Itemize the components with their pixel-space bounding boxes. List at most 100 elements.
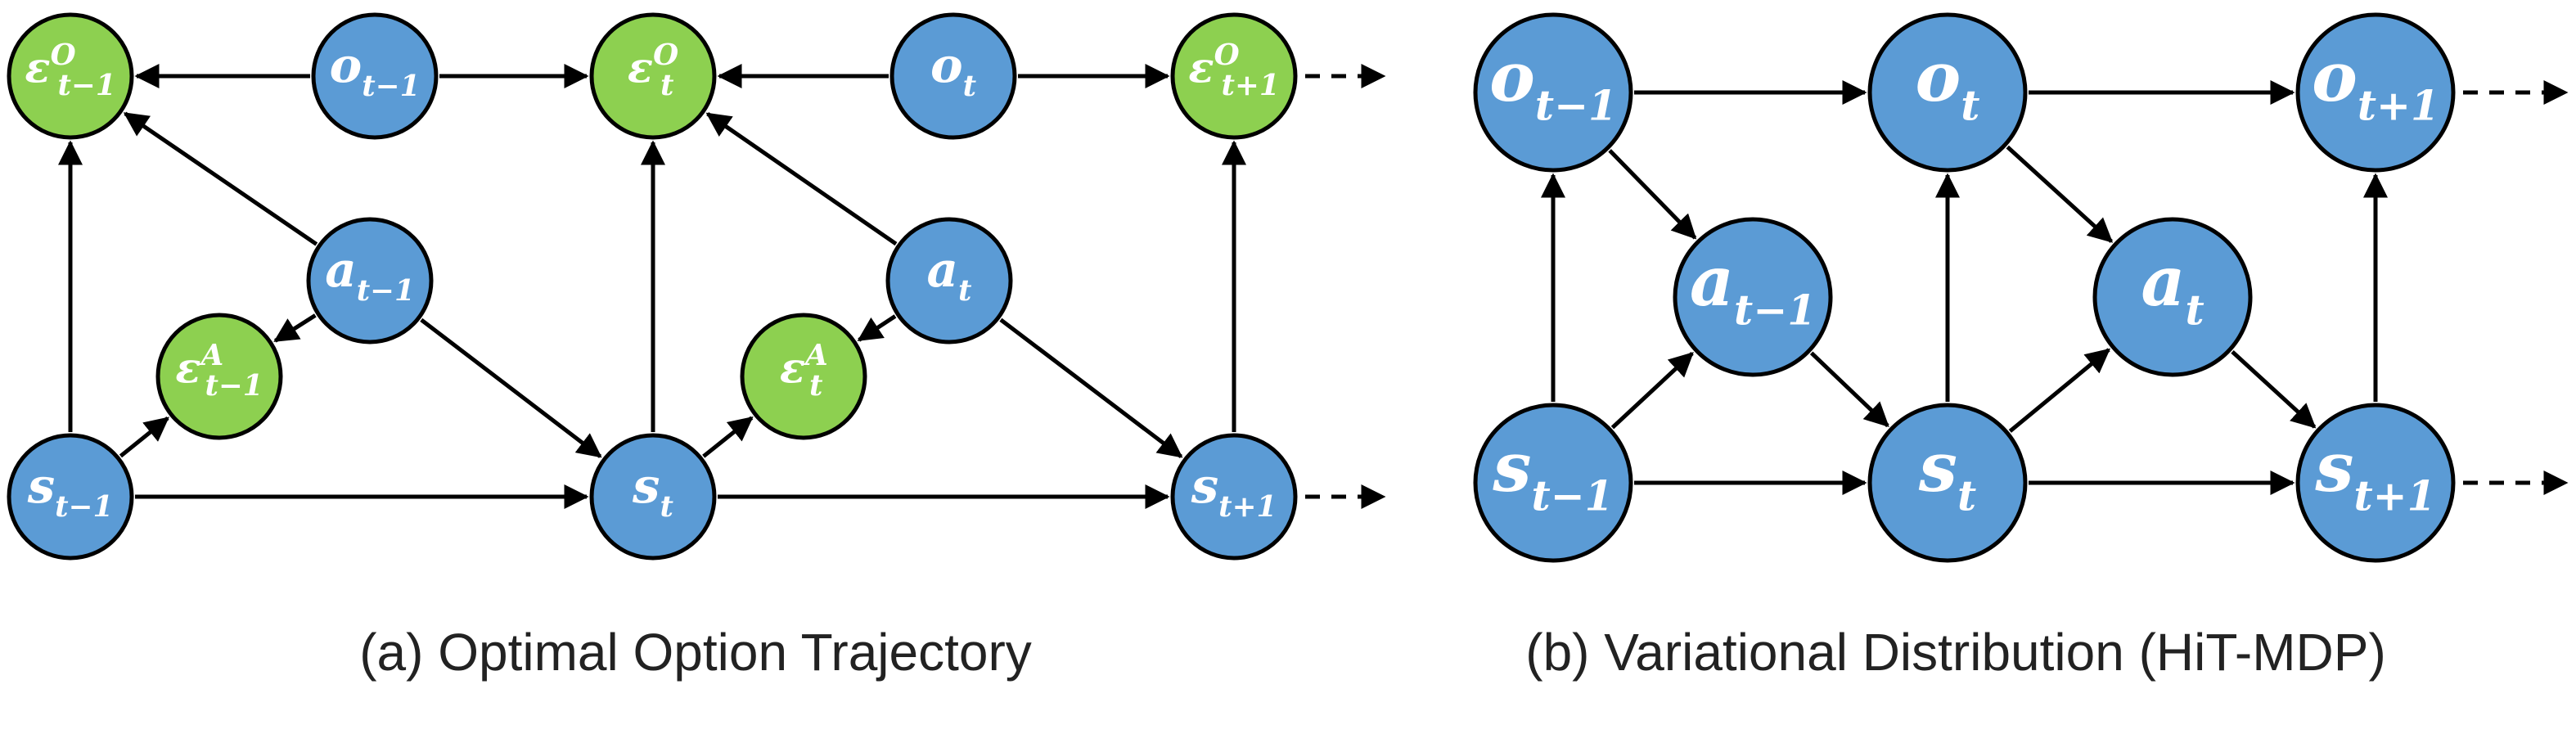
caption-panel-a: (a) Optimal Option Trajectory	[359, 623, 1032, 682]
edge-a_t-to-eps_o_t	[705, 111, 898, 246]
node-circle	[1473, 403, 1633, 563]
node-label-sub: t−1	[1734, 286, 1816, 334]
node-label: at−1	[1690, 241, 1816, 334]
node-circle	[2092, 217, 2253, 377]
node-label: at−1	[325, 241, 415, 308]
node-label-base: a	[1690, 241, 1734, 322]
node-label-sub: t−1	[205, 369, 263, 403]
node-label-base: ε	[628, 44, 653, 93]
node-b_s_tp1: st+1	[2295, 403, 2456, 563]
edge-b_s_tm1-to-b_a_tm1	[1610, 351, 1694, 430]
node-label-sub: t−1	[362, 70, 420, 103]
edge-b_s_t-to-b_a_t	[2008, 348, 2111, 433]
node-b_s_tm1: st−1	[1473, 403, 1633, 563]
node-label-sub: t+1	[1222, 69, 1280, 102]
node-a_tm1: at−1	[306, 217, 434, 344]
node-circle	[1170, 433, 1298, 561]
node-label-base: o	[930, 37, 963, 94]
node-circle	[1473, 12, 1633, 173]
node-label-base: s	[1918, 427, 1957, 507]
node-circle	[589, 12, 717, 140]
node-s_t: st	[589, 433, 717, 561]
node-circle	[2295, 12, 2456, 173]
node-label-sub: t−1	[1531, 471, 1613, 520]
node-circle	[885, 217, 1013, 344]
node-label-base: o	[1916, 37, 1961, 117]
node-label-base: a	[2141, 241, 2185, 322]
node-label: st+1	[2314, 427, 2435, 520]
node-label-base: a	[927, 241, 958, 299]
node-s_tm1: st−1	[7, 433, 134, 561]
node-label: st−1	[1492, 427, 1613, 520]
node-label-sub: t	[660, 69, 674, 102]
node-label-sub: t−1	[1535, 81, 1617, 129]
node-label: st	[1918, 427, 1976, 520]
node-circle	[7, 433, 134, 561]
node-circle	[889, 12, 1017, 140]
node-a_t: at	[885, 217, 1013, 344]
node-label: st−1	[27, 457, 114, 524]
node-circle	[306, 217, 434, 344]
node-label-sub: t	[809, 369, 823, 403]
caption-panel-b: (b) Variational Distribution (HiT-MDP)	[1525, 623, 2386, 682]
node-s_tp1: st+1	[1170, 433, 1298, 561]
node-label-sub: t+1	[2358, 81, 2439, 129]
edge-a_tm1-to-s_t	[420, 317, 602, 458]
node-circle	[1867, 403, 2028, 563]
edge-s_t-to-eps_a_t	[702, 416, 754, 458]
node-circle	[1867, 12, 2028, 173]
node-b_o_tp1: ot+1	[2295, 12, 2456, 173]
edge-a_tm1-to-eps_o_tm1	[123, 111, 318, 246]
edge-s_tm1-to-eps_a_tm1	[119, 416, 169, 458]
node-label-sub: t−1	[55, 490, 113, 524]
node-label-base: o	[1489, 37, 1535, 117]
node-label-sup: O	[51, 38, 76, 72]
panel-b-edges	[1541, 80, 2569, 495]
edge-b_o_tm1-to-b_a_tm1	[1608, 149, 1697, 240]
edge-a_tm1-to-eps_a_tm1	[273, 313, 317, 343]
node-label: ot−1	[330, 37, 421, 103]
edge-a_t-to-eps_a_t	[857, 314, 897, 342]
node-label-sub: t	[1961, 81, 1979, 129]
node-label-sub: t−1	[357, 274, 415, 308]
node-b_s_t: st	[1867, 403, 2028, 563]
node-circle	[589, 433, 717, 561]
edge-a_t-to-s_tp1	[999, 317, 1183, 459]
node-label-sub: t	[2186, 286, 2204, 334]
node-label-sup: A	[199, 339, 223, 372]
node-label-base: ε	[175, 344, 200, 394]
node-label-sub: t+1	[1218, 490, 1277, 524]
node-label-base: a	[325, 241, 356, 299]
node-o_tm1: ot−1	[311, 12, 439, 140]
node-label-base: s	[1191, 457, 1218, 515]
node-label-sup: O	[653, 38, 678, 72]
edge-b_a_t-to-b_s_tp1	[2231, 349, 2317, 429]
node-label: at	[2141, 241, 2204, 334]
node-circle	[2295, 403, 2456, 563]
node-b_o_t: ot	[1867, 12, 2028, 173]
node-label-base: s	[2314, 427, 2353, 507]
panel-a-edges	[58, 64, 1386, 509]
edge-b_a_tm1-to-b_s_t	[1809, 351, 1889, 428]
node-label-base: o	[2312, 37, 2358, 117]
node-circle	[1170, 12, 1298, 140]
node-label-sub: t	[958, 274, 972, 308]
node-label: at	[927, 241, 972, 308]
node-label-base: ε	[25, 44, 50, 93]
node-label-sub: t	[963, 70, 977, 103]
node-label-base: ε	[780, 344, 805, 394]
node-label: ot+1	[2312, 37, 2439, 129]
node-label-sub: t	[1957, 471, 1976, 520]
node-label-base: o	[330, 37, 363, 94]
node-circle	[311, 12, 439, 140]
